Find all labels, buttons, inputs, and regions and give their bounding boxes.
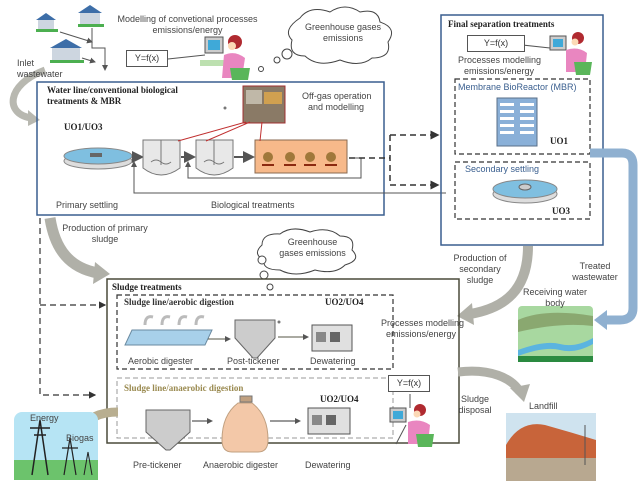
sludge-disposal-label-1: Sludge (460, 394, 490, 404)
anaerobic-title: Sludge line/anaerobic digestion (124, 383, 244, 393)
mbr-unit-icon (496, 97, 538, 147)
primary-sludge-label-2: sludge (91, 234, 119, 244)
mbr-unit: UO1 (550, 136, 568, 146)
formula-box-sludge: Y=f(x) (388, 375, 430, 392)
house-icon (36, 13, 58, 32)
sludge-modelling-1: Processes modelling (381, 318, 465, 328)
sludge-title: Sludge treatments (112, 282, 182, 292)
ghg-middle-2: gases emissions (279, 248, 346, 258)
primary-settling-tank-icon (63, 147, 133, 170)
secondary-sludge-label-1: Production of (453, 253, 507, 263)
treated-label-1: Treated (579, 261, 611, 271)
landfill-label: Landfill (529, 401, 558, 411)
aerobic-title: Sludge line/aerobic digestion (124, 297, 234, 307)
house-icon (50, 39, 84, 63)
sludge-disposal-label-2: disposal (458, 405, 492, 415)
sludge-modelling-2: emissions/energy (386, 329, 457, 339)
aerobic-digester-icon (124, 315, 213, 346)
receiving-water-label-1: Receiving water (522, 287, 588, 297)
inlet-label: Inlet wastewater (17, 58, 63, 79)
secondary-settling-label: Secondary settling (465, 164, 540, 174)
ghg-cloud-middle (257, 228, 357, 291)
dewatering-unit-icon (307, 407, 351, 435)
anaerobic-step-3: Dewatering (305, 460, 351, 470)
secondary-sludge-label-3: sludge (466, 275, 494, 285)
biogas-label: Biogas (66, 433, 94, 443)
receiving-water-image (518, 306, 593, 362)
ghg-middle-1: Greenhouse (287, 237, 338, 247)
treated-label-2: wastewater (572, 272, 618, 282)
aerobic-step-3: Dewatering (310, 356, 356, 366)
anaerobic-step-2: Anaerobic digester (203, 460, 279, 470)
secondary-sludge-label-2: secondary (459, 264, 501, 274)
pre-thickener-icon (145, 409, 191, 451)
aerobic-step-2: Post-tickener (227, 356, 280, 366)
water-line-title-1: Water line/conventional biological (47, 85, 178, 95)
person-at-computer-icon (549, 32, 592, 75)
ghg-top-label: Greenhouse gases emissions (304, 22, 382, 43)
final-modelling-2: emissions/energy (464, 66, 535, 76)
formula-box-top: Y=f(x) (126, 50, 168, 67)
reactor-tank-icon (195, 139, 234, 176)
energy-pylons-image (14, 412, 98, 480)
primary-settling-label: Primary settling (56, 200, 119, 210)
receiving-water-label-2: body (545, 298, 565, 308)
house-icon (78, 5, 104, 27)
formula-box-final: Y=f(x) (467, 35, 525, 52)
offgas-label-1: Off-gas operation (302, 91, 372, 101)
reactor-tank-icon (142, 139, 181, 176)
water-line-unit: UO1/UO3 (64, 122, 103, 132)
final-separation-frame (440, 14, 604, 246)
anaerobic-unit: UO2/UO4 (320, 394, 359, 404)
aerobic-step-1: Aerobic digester (128, 356, 194, 366)
person-at-computer-icon (200, 35, 250, 80)
water-line-frame (36, 81, 385, 216)
secondary-unit: UO3 (552, 206, 570, 216)
aerobic-unit: UO2/UO4 (325, 297, 364, 307)
final-separation-title: Final separation treatments (448, 19, 555, 29)
ghg-cloud-top (258, 6, 393, 72)
mbr-label: Membrane BioReactor (MBR) (458, 82, 577, 92)
offgas-label-2: and modelling (308, 102, 365, 112)
secondary-settling-tank-icon (492, 179, 558, 204)
primary-sludge-label-1: Production of primary (62, 223, 148, 233)
sludge-frame (106, 278, 460, 444)
post-thickener-icon (234, 319, 276, 359)
anaerobic-step-1: Pre-tickener (133, 460, 182, 470)
water-line-title-2: treatments & MBR (47, 96, 122, 106)
biological-treatments-label: Biological treatments (211, 200, 295, 210)
person-at-computer-icon (389, 404, 434, 447)
biomass-icons (263, 152, 336, 162)
modelling-title: Modelling of convetional processes emiss… (117, 14, 258, 35)
dewatering-unit-icon (311, 324, 353, 352)
landfill-image (506, 413, 596, 481)
anaerobic-digester-icon (221, 395, 269, 453)
energy-label: Energy (30, 413, 59, 423)
final-modelling-1: Processes modelling (458, 55, 542, 65)
